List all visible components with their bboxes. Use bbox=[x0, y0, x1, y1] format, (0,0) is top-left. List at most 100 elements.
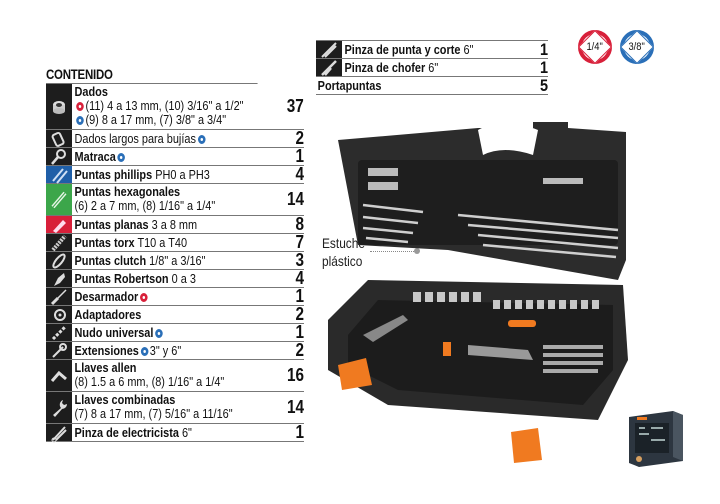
item-name: Pinza de electricista bbox=[74, 425, 179, 440]
item-qty: 1 bbox=[295, 286, 304, 306]
table-row-puntas-robertson: Puntas Robertson 0 a 3 4 bbox=[46, 268, 304, 288]
socket-icon bbox=[46, 84, 72, 129]
item-name: Desarmador bbox=[74, 289, 139, 304]
three-eighths-drive-icon bbox=[197, 135, 206, 144]
item-detail: (6) 2 a 7 mm, (8) 1/16" a 1/4" bbox=[74, 198, 216, 213]
item-name: Adaptadores bbox=[74, 307, 142, 322]
item-name: Dados bbox=[74, 84, 108, 99]
item-name: Llaves combinadas bbox=[74, 392, 176, 407]
universal-joint-icon bbox=[46, 324, 72, 341]
table-row-pinza-punta-corte: Pinza de punta y corte 6" 1 bbox=[316, 40, 548, 59]
quarter-drive-icon bbox=[139, 293, 148, 302]
allen-key-icon bbox=[46, 360, 72, 391]
table-row-puntas-phillips: Puntas phillips PH0 a PH3 4 bbox=[46, 164, 304, 184]
item-detail: T10 a T40 bbox=[137, 235, 188, 250]
item-qty: 4 bbox=[295, 164, 304, 184]
item-name: Pinza de chofer bbox=[344, 60, 426, 75]
tool-case-image bbox=[328, 122, 628, 463]
item-qty: 2 bbox=[295, 304, 304, 324]
item-name: Puntas planas bbox=[74, 217, 149, 232]
table-row-nudo-universal: Nudo universal 1 bbox=[46, 322, 304, 342]
screwdriver-icon bbox=[46, 288, 72, 305]
callout-leader-dot bbox=[414, 248, 420, 254]
phillips-bit-icon bbox=[46, 166, 72, 184]
wrench-icon bbox=[46, 392, 72, 423]
item-detail: 6" bbox=[463, 42, 474, 57]
three-eighths-drive-icon bbox=[117, 153, 126, 162]
item-qty: 8 bbox=[295, 214, 304, 234]
quarter-inch-badge: 1/4" bbox=[578, 30, 612, 64]
electrician-pliers-icon bbox=[46, 424, 72, 442]
slip-joint-pliers-icon bbox=[316, 59, 342, 76]
torx-bit-icon bbox=[46, 234, 72, 251]
extras-table: Pinza de punta y corte 6" 1 Pinza de cho… bbox=[316, 40, 548, 95]
callout-leader-line bbox=[370, 251, 416, 252]
item-detail: PH0 a PH3 bbox=[155, 167, 210, 182]
three-eighths-inch-badge: 3/8" bbox=[620, 30, 654, 64]
needle-nose-pliers-icon bbox=[316, 41, 342, 58]
three-eighths-drive-icon bbox=[155, 329, 163, 338]
item-name: Puntas Robertson bbox=[74, 271, 169, 286]
item-qty: 7 bbox=[295, 232, 304, 252]
hex-bit-icon bbox=[46, 184, 72, 215]
clutch-bit-icon bbox=[46, 252, 72, 269]
table-row-matraca: Matraca 1 bbox=[46, 146, 304, 166]
item-qty: 2 bbox=[295, 340, 304, 360]
item-qty: 14 bbox=[286, 189, 304, 209]
adapter-icon bbox=[46, 306, 72, 323]
table-row-puntas-hexagonales: Puntas hexagonales(6) 2 a 7 mm, (8) 1/16… bbox=[46, 184, 304, 216]
long-socket-icon bbox=[46, 130, 72, 147]
item-detail: (7) 8 a 17 mm, (7) 5/16" a 11/16" bbox=[74, 406, 233, 421]
item-name: Extensiones bbox=[74, 343, 139, 358]
three-eighths-drive-icon bbox=[76, 116, 84, 125]
contents-title: CONTENIDO bbox=[46, 66, 258, 84]
case-callout: Estuche plástico bbox=[322, 235, 366, 269]
table-row-pinza-chofer: Pinza de chofer 6" 1 bbox=[316, 57, 548, 77]
item-qty: 1 bbox=[295, 422, 304, 442]
quarter-drive-icon bbox=[76, 102, 84, 111]
packaging-box-image bbox=[629, 411, 683, 467]
table-row-dados: Dados (11) 4 a 13 mm, (10) 3/16" a 1/2" … bbox=[46, 84, 304, 130]
item-qty: 5 bbox=[539, 75, 548, 95]
table-row-llaves-allen: Llaves allen(8) 1.5 a 6 mm, (8) 1/16" a … bbox=[46, 360, 304, 392]
item-name: Nudo universal bbox=[74, 325, 154, 340]
item-qty: 14 bbox=[286, 397, 304, 417]
extension-icon bbox=[46, 342, 72, 359]
item-detail: (9) 8 a 17 mm, (7) 3/8" a 3/4" bbox=[85, 112, 227, 127]
contents-table: CONTENIDO Dados (11) 4 a 13 mm, (10) 3/1… bbox=[46, 66, 304, 442]
table-row-extensiones: Extensiones 3" y 6" 2 bbox=[46, 340, 304, 360]
item-detail: 6" bbox=[428, 60, 439, 75]
table-row-puntas-planas: Puntas planas 3 a 8 mm 8 bbox=[46, 214, 304, 234]
item-name: Puntas phillips bbox=[74, 167, 153, 182]
table-row-adaptadores: Adaptadores 2 bbox=[46, 304, 304, 324]
item-detail: 1/8" a 3/16" bbox=[149, 253, 206, 268]
drive-size-badges: 1/4" 3/8" bbox=[578, 30, 654, 64]
item-detail: (11) 4 a 13 mm, (10) 3/16" a 1/2" bbox=[85, 98, 244, 113]
item-detail: (8) 1.5 a 6 mm, (8) 1/16" a 1/4" bbox=[74, 374, 225, 389]
item-detail: 3" y 6" bbox=[149, 343, 182, 358]
item-name: Puntas torx bbox=[74, 235, 135, 250]
item-qty: 1 bbox=[539, 57, 548, 77]
table-row-desarmador: Desarmador 1 bbox=[46, 286, 304, 306]
item-name: Portapuntas bbox=[317, 78, 382, 93]
flat-bit-icon bbox=[46, 216, 72, 233]
table-row-puntas-torx: Puntas torx T10 a T40 7 bbox=[46, 232, 304, 252]
item-qty: 37 bbox=[286, 96, 304, 116]
table-row-dados-largos: Dados largos para bujías 2 bbox=[46, 128, 304, 148]
item-name: Llaves allen bbox=[74, 360, 137, 375]
item-qty: 4 bbox=[295, 268, 304, 288]
item-name: Puntas clutch bbox=[74, 253, 147, 268]
item-qty: 3 bbox=[295, 250, 304, 270]
table-row-llaves-combinadas: Llaves combinadas(7) 8 a 17 mm, (7) 5/16… bbox=[46, 392, 304, 424]
item-detail: 6" bbox=[181, 425, 192, 440]
item-qty: 2 bbox=[295, 128, 304, 148]
item-qty: 1 bbox=[539, 39, 548, 59]
item-detail: 3 a 8 mm bbox=[151, 217, 198, 232]
table-row-portapuntas: Portapuntas 5 bbox=[316, 75, 548, 95]
ratchet-icon bbox=[46, 148, 72, 165]
table-row-pinza-electricista: Pinza de electricista 6" 1 bbox=[46, 422, 304, 442]
item-name: Matraca bbox=[74, 149, 116, 164]
robertson-bit-icon bbox=[46, 270, 72, 287]
item-qty: 1 bbox=[295, 146, 304, 166]
item-detail: 0 a 3 bbox=[171, 271, 196, 286]
